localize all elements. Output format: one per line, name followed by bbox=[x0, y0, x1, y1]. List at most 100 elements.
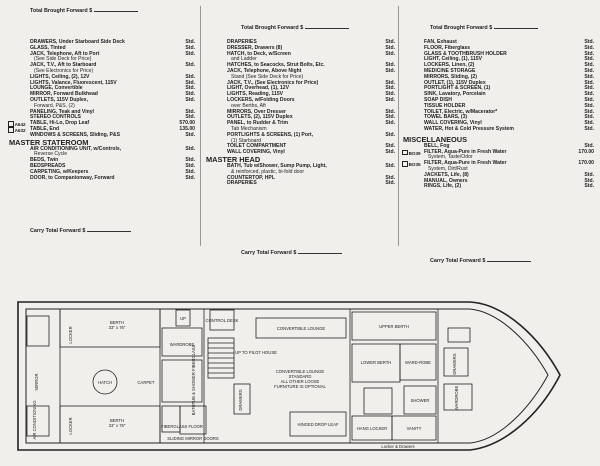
spec-item-price: Std. bbox=[584, 108, 594, 115]
spec-item-name: PANELING, Teak and Vinyl bbox=[30, 108, 94, 115]
spec-item-name: JACK, Telephone, Aft to Port bbox=[30, 50, 100, 57]
stairs bbox=[207, 337, 235, 379]
spec-item-name: FILTER, Aqua-Pure in Fresh Water bbox=[424, 160, 507, 167]
spec-item-name: HATCHES, to Seacocks, Strut Bolts, Etc. bbox=[227, 62, 325, 69]
carry-total-forward: Carry Total Forward $ bbox=[430, 258, 532, 264]
spec-item: JACK, T.V., (See Electronics for Price)S… bbox=[205, 80, 395, 87]
spec-item-name: PORTLIGHT & SCREEN, (1) bbox=[424, 85, 491, 92]
plan-label: FURNITURE IS OPTIONAL bbox=[274, 384, 326, 389]
option-checkbox[interactable]: A642 bbox=[8, 121, 26, 128]
plan-label: WARDROBE bbox=[454, 386, 459, 411]
spec-item-price: Std. bbox=[385, 143, 395, 150]
spec-item-price: Std. bbox=[584, 183, 594, 190]
total-brought-forward: Total Brought Forward $ bbox=[241, 25, 350, 31]
spec-item-name: BELL, Fog bbox=[424, 142, 450, 149]
spec-item-name: CARPETING, w/Keepers bbox=[30, 168, 89, 175]
spec-item: FAN, Exhaust Std. bbox=[402, 39, 594, 46]
plan-label: LOCKER bbox=[68, 326, 73, 343]
spec-item-price: Std. bbox=[584, 114, 594, 121]
plan-label: MIRROR bbox=[34, 374, 39, 391]
option-checkbox[interactable]: BO39 bbox=[402, 150, 421, 157]
plan-label: CARPET bbox=[138, 380, 155, 385]
spec-item-name: FAN, Exhaust bbox=[424, 39, 457, 45]
spec-item-price: Std. bbox=[185, 114, 195, 121]
spec-item-price: Std. bbox=[185, 145, 195, 152]
column-divider bbox=[200, 6, 201, 246]
spec-item-price: Std. bbox=[385, 62, 395, 69]
spec-item-name: AIR CONDITIONING UNIT, w/Controls, bbox=[30, 145, 122, 152]
total-brought-forward: Total Brought Forward $ bbox=[30, 8, 139, 14]
plan-label: SLIDING MIRROR DOORS bbox=[167, 436, 219, 441]
spec-item: RINGS, Life, (2)Std. bbox=[402, 184, 594, 190]
spec-item-name: BEDSPREADS bbox=[30, 162, 66, 169]
spec-item-price: 170.00 bbox=[578, 160, 594, 167]
spec-item-price: Std. bbox=[584, 102, 594, 109]
spec-item: TOWEL BARS, (3)Std. bbox=[402, 115, 594, 121]
spec-item: & reinforced, plastic, bi-fold door bbox=[205, 169, 395, 176]
spec-item-name: DRAWERS, Under Starboard Side Deck bbox=[30, 39, 125, 45]
spec-item-name: WALL COVERING, Vinyl bbox=[424, 120, 482, 127]
spec-item-name: WINDOWS & SCREENS, Sliding, P&S bbox=[30, 131, 120, 138]
spec-item-name: LIGHTS, Reading, 115V bbox=[227, 91, 284, 98]
spec-item-price: Std. bbox=[584, 91, 594, 98]
spec-item-name: Forward, P&S, (2) bbox=[34, 102, 75, 109]
spec-item-price: Std. bbox=[584, 125, 594, 132]
spec-item: Stand (See Side Deck for Price) bbox=[205, 73, 395, 81]
plan-label: HINGED DROP LEAF bbox=[297, 422, 339, 427]
spec-item: PORTLIGHTS & SCREENS, (1) Port,Std. bbox=[205, 132, 395, 139]
spec-item-name: Tab Mechanism bbox=[231, 125, 267, 132]
spec-item-name: LOUNGE, Convertible bbox=[30, 85, 83, 92]
option-checkbox[interactable]: A632 bbox=[8, 127, 26, 134]
plan-label: UPPER BERTH bbox=[379, 324, 409, 329]
plan-label: HANG LOCKER bbox=[357, 426, 387, 431]
spec-item-name: (See Side Deck for Price) bbox=[34, 56, 92, 63]
spec-item-name: TISSUE HOLDER bbox=[424, 102, 466, 109]
spec-item-name: TABLE, Hi-Lo, Drop Leaf bbox=[30, 120, 90, 127]
plan-label: CONVERTIBLE LOUNGE bbox=[277, 326, 326, 331]
spec-item-name: OUTLETS, (2), 115V Duplex bbox=[227, 114, 293, 121]
spec-item-name: Stand (See Side Deck for Price) bbox=[231, 73, 304, 80]
spec-item-price: Std. bbox=[584, 79, 594, 86]
spec-item: TOILET, Electric, w/Macerator*Std. bbox=[402, 108, 594, 116]
spec-item: MIRRORS, Sliding, (2)Std. bbox=[402, 74, 594, 81]
spec-item: (1) Starboard bbox=[205, 138, 395, 145]
plan-label: BERTH bbox=[110, 320, 124, 325]
spec-item: and Ladder bbox=[205, 57, 395, 63]
spec-item-name: LOCKERS, w/Folding Doors bbox=[227, 96, 295, 103]
spec-item-price: Std. bbox=[385, 108, 395, 115]
plan-label: VANITY bbox=[407, 426, 422, 431]
spec-item-name: OUTLETS, 115V Duplex, bbox=[30, 96, 89, 103]
spec-item-price: Std. bbox=[385, 85, 395, 92]
plan-label: 33" x 76" bbox=[109, 423, 126, 428]
spec-item: BATH, Tub w/Shower, Sump Pump, Light,Std… bbox=[205, 163, 395, 170]
spec-item-name: GLASS & TOOTHBRUSH HOLDER bbox=[424, 50, 507, 57]
option-checkbox[interactable]: BO35 bbox=[402, 161, 421, 168]
spec-item-price: Std. bbox=[584, 39, 594, 45]
spec-item-price: Std. bbox=[385, 67, 395, 74]
plan-label: LOWER BERTH bbox=[361, 360, 392, 365]
spec-item: over Berths, Aft bbox=[205, 103, 395, 110]
spec-item: System, Taste/Odor bbox=[402, 155, 594, 161]
plan-label: WARDROBE bbox=[170, 342, 195, 347]
spec-item-name: DOOR, to Companionway, Forward bbox=[30, 174, 115, 181]
section-heading: MASTER HEAD bbox=[206, 154, 261, 164]
spec-item-price: Std. bbox=[385, 44, 395, 51]
spec-item: JACKETS, Life, (8)Std. bbox=[402, 172, 594, 179]
spec-item-price: Std. bbox=[584, 142, 594, 149]
